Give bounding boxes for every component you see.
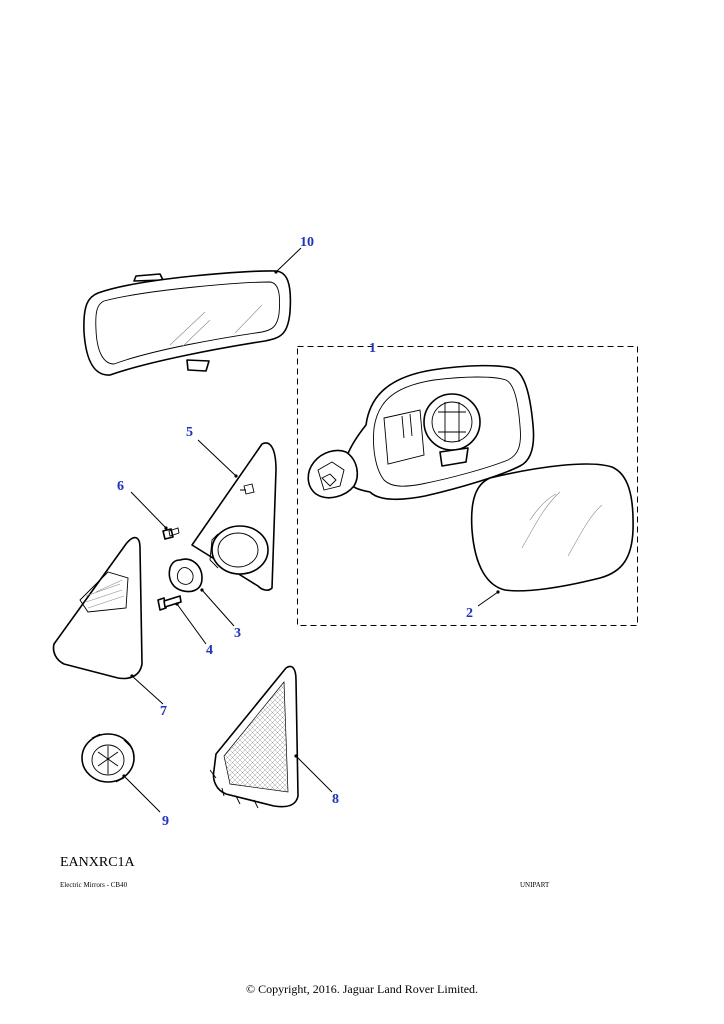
- part-2-mirror-glass: [470, 463, 634, 592]
- part-9-clip: [81, 733, 135, 783]
- callout-4: 4: [206, 643, 213, 658]
- leader-lines: [122, 247, 500, 813]
- callout-1: 1: [369, 341, 376, 356]
- callout-9: 9: [162, 814, 169, 829]
- part-6-screw: [162, 527, 180, 540]
- callout-7: 7: [160, 704, 167, 719]
- part-7-trim-cover: [52, 536, 143, 680]
- copyright-notice: © Copyright, 2016. Jaguar Land Rover Lim…: [245, 982, 479, 996]
- callout-8: 8: [332, 792, 339, 807]
- part-10-interior-mirror: [83, 270, 292, 376]
- callout-3: 3: [234, 626, 241, 641]
- kit-1-boundary: [297, 346, 638, 626]
- callout-2: 2: [466, 606, 473, 621]
- part-4-bolt: [157, 595, 182, 611]
- part-8-mesh-trim: [209, 665, 299, 809]
- callout-5: 5: [186, 425, 193, 440]
- diagram-caption: Electric Mirrors - CB40: [60, 881, 128, 889]
- callout-6: 6: [117, 479, 124, 494]
- part-3-seal-ring: [168, 558, 203, 593]
- diagram-ref-code: EANXRC1A: [60, 855, 135, 870]
- supplier-caption: UNIPART: [520, 881, 550, 889]
- mirror-housing: [307, 364, 535, 501]
- callout-10: 10: [300, 235, 314, 250]
- part-5-mount-bracket: [191, 442, 277, 591]
